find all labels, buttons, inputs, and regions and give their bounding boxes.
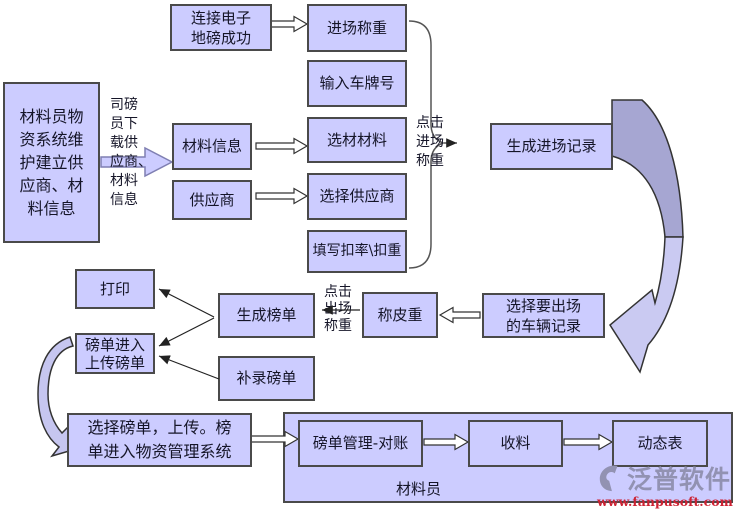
watermark-brand: 泛普软件	[627, 465, 732, 494]
watermark: 泛普软件 www.fanpusoft.com	[597, 460, 735, 509]
box-material-info: 材料信息	[172, 123, 252, 170]
arrow-genslip-to-print	[158, 288, 215, 318]
box-select-supplier: 选择供应商	[307, 173, 407, 220]
box-tare-weigh: 称皮重	[362, 292, 438, 338]
box-supplement-slip: 补录磅单	[218, 356, 315, 401]
box-slip-manage-reconcile: 磅单管理-对账	[298, 420, 423, 467]
box-generate-slip: 生成榜单	[218, 293, 315, 338]
box-entry-weigh: 进场称重	[307, 4, 407, 52]
label-click-entry-weigh: 点击 进场 称重	[416, 115, 444, 169]
arrow-genslip-to-slipenter	[158, 317, 215, 347]
big-curve-arrow-upper	[611, 99, 684, 238]
arrow-supplier-to-selectsupplier	[255, 187, 309, 205]
fanpu-logo-icon	[597, 463, 625, 493]
box-receive-material: 收料	[468, 420, 563, 467]
big-curve-arrow-lower	[609, 236, 684, 374]
arrow-connect-to-entry-weigh	[270, 15, 309, 33]
label-pool-role: 材料员	[396, 480, 442, 498]
box-plate-number: 输入车牌号	[307, 60, 407, 107]
arrow-supplement-to-slipenter	[158, 355, 220, 380]
box-supplier: 供应商	[172, 180, 252, 220]
label-driver-download: 司磅 员下 载供 应商、 材料 信息	[110, 97, 152, 208]
box-print: 打印	[75, 269, 155, 309]
box-fill-deduction: 填写扣率\扣重	[307, 230, 407, 273]
box-dynamic-table: 动态表	[612, 420, 708, 467]
arrow-materialinfo-to-selectmaterial	[255, 137, 309, 155]
box-slip-enter-upload: 磅单进入 上传磅单	[75, 333, 155, 374]
label-click-exit-weigh: 点击 出场 称重	[324, 284, 352, 334]
box-connect-scale: 连接电子 地磅成功	[170, 4, 272, 51]
box-material-system: 材料员物 资系统维 护建立供 应商、材 料信息	[3, 82, 100, 243]
watermark-url: www.fanpusoft.com	[597, 494, 733, 509]
box-upload-to-system: 选择磅单，上传。榜 单进入物资管理系统	[67, 413, 252, 467]
box-select-exit-vehicle: 选择要出场 的车辆记录	[482, 293, 605, 338]
box-entry-record: 生成进场记录	[490, 123, 613, 170]
arrow-exitvehicle-to-tare	[438, 306, 481, 324]
box-select-material: 选材材料	[307, 117, 407, 163]
